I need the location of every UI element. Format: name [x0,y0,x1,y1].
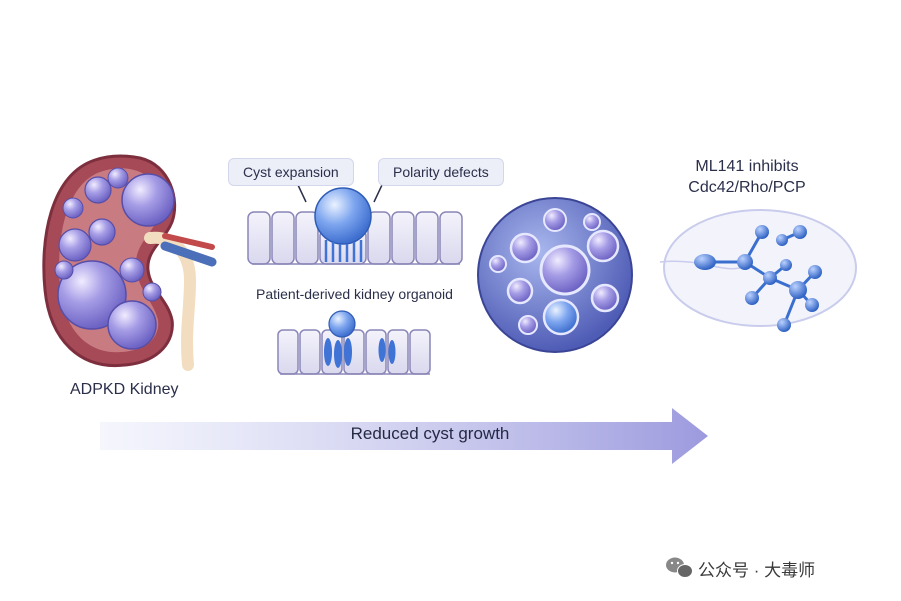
watermark: 公众号 · 大毒师 [666,556,815,581]
drug-label-line2: Cdc42/Rho/PCP [688,179,806,196]
kidney-cyst [107,167,129,189]
flow-arrow [100,408,708,464]
pointer-arrow [297,184,307,203]
kidney-cyst [84,176,112,204]
cyst-expansion-label: Cyst expansion [228,158,354,186]
kidney-cyst [58,228,92,262]
flow-label: Reduced cyst growth [350,424,510,443]
organoid-lumen [542,298,580,336]
ureter [144,231,197,371]
kidney-cyst [142,282,162,302]
organoid-label: Patient-derived kidney organoid [256,286,453,302]
renal-vein [160,241,217,267]
organoid-lumen [509,232,541,264]
blue-fibers [324,338,396,368]
organoid-lumen [586,229,620,263]
epithelium-cell [277,329,299,375]
polarity-defects-label: Polarity defects [378,158,504,186]
organoid-lumen [518,315,538,335]
adpkd-kidney-illustration [42,154,217,371]
organoid-lumen [590,283,620,313]
blue-fibers [324,240,363,262]
drug-label: ML141 inhibits Cdc42/Rho/PCP [672,156,822,198]
organoid-lumen [489,255,507,273]
epithelium-cyst-expansion [247,184,463,265]
kidney-cyst [119,257,145,283]
organoid-lumen [543,208,567,232]
renal-artery [162,233,215,250]
epithelium-cell [415,211,439,265]
pointer-arrow [373,184,383,203]
kidney-label: ADPKD Kidney [70,381,179,398]
expanding-cyst [314,187,372,245]
organoid-illustration [477,197,633,353]
epithelium-cell [439,211,463,265]
lens-background [663,209,857,327]
drug-label-line1: ML141 inhibits [695,158,799,175]
organoid-lumen [583,213,601,231]
epithelium-cell [271,211,295,265]
watermark-text: 公众号 · 大毒师 [698,561,816,580]
kidney-cyst [62,197,84,219]
kidney-cyst [121,173,175,227]
organoid-lumen [539,244,591,296]
epithelium-cell [391,211,415,265]
organoid-lumen [506,277,534,305]
molecule-illustration [659,209,857,332]
epithelium-cell [247,211,271,265]
kidney-cyst [88,218,116,246]
wechat-icon [666,557,693,578]
epithelium-polarity-defects [277,310,431,375]
epithelium-cell [299,329,321,375]
epithelium-cell [409,329,431,375]
kidney-cyst [54,260,74,280]
watermark-icon-spacer [666,559,690,579]
kidney-cyst [57,260,127,330]
kidney-cyst [107,300,157,350]
small-cyst [328,310,356,338]
